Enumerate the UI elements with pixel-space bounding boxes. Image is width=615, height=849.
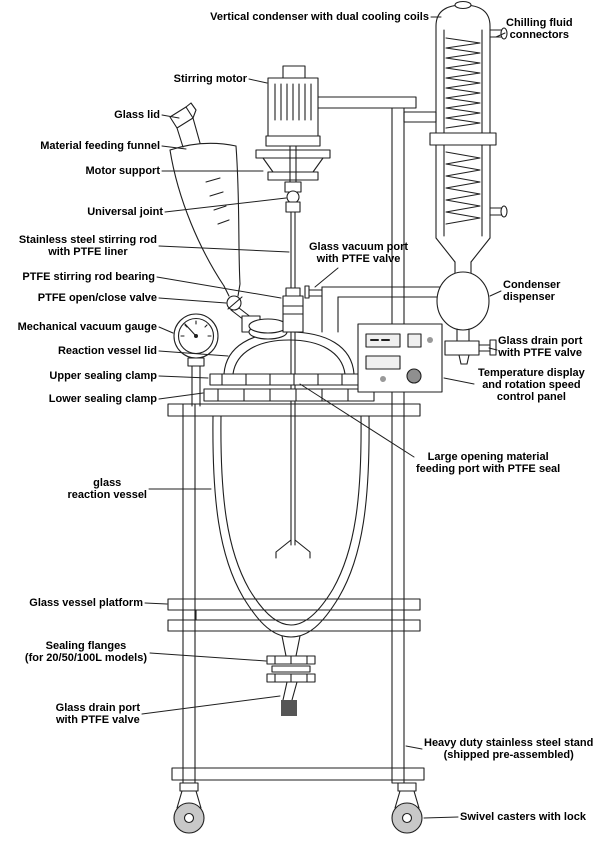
cooling-coil-upper	[445, 37, 481, 129]
motor-support-plate	[255, 149, 331, 159]
lower-sealing-clamp	[203, 388, 375, 402]
label-ptfe-open-close-valve: PTFE open/close valve	[37, 292, 157, 304]
chilling-fluid-connector-lower	[489, 205, 508, 218]
cooling-coil-lower	[445, 151, 481, 225]
leader-lines	[141, 16, 506, 819]
motor-fins	[274, 83, 312, 121]
label-glass-drain-port-right: Glass drain port with PTFE valve	[498, 335, 583, 359]
label-motor-support: Motor support	[85, 165, 160, 177]
vapor-pipe	[304, 285, 453, 333]
label-large-feeding-port: Large opening material feeding port with…	[416, 451, 561, 475]
stirring-paddle	[275, 539, 311, 559]
label-glass-drain-port-bottom: Glass drain port with PTFE valve	[55, 702, 140, 726]
label-universal-joint: Universal joint	[87, 206, 163, 218]
condenser	[429, 0, 508, 365]
gauge-needle	[184, 323, 197, 337]
sealing-clamps	[203, 373, 375, 402]
vacuum-port-valve	[304, 285, 310, 299]
label-condenser-dispenser: Condenser dispenser	[503, 279, 561, 303]
speed-display	[365, 355, 401, 370]
funnel-graduations	[205, 177, 230, 225]
label-stirring-motor: Stirring motor	[173, 73, 247, 85]
swivel-casters	[173, 782, 423, 834]
label-ptfe-rod-bearing: PTFE stirring rod bearing	[22, 271, 155, 283]
right-drain-valve	[444, 339, 497, 365]
glass-reaction-vessel	[212, 415, 370, 638]
reaction-vessel-lid	[223, 315, 355, 375]
label-glass-reaction-vessel: glass reaction vessel	[67, 477, 148, 501]
label-stirring-rod: Stainless steel stirring rod with PTFE l…	[18, 234, 157, 258]
condenser-top-nub	[454, 0, 472, 10]
label-upper-sealing-clamp: Upper sealing clamp	[49, 370, 157, 382]
label-glass-vessel-platform: Glass vessel platform	[29, 597, 143, 609]
label-reaction-vessel-lid: Reaction vessel lid	[57, 345, 157, 357]
control-panel-box	[357, 323, 443, 393]
label-swivel-casters: Swivel casters with lock	[460, 811, 586, 823]
label-chilling-fluid-connectors: Chilling fluid connectors	[506, 17, 573, 41]
bottom-drain-assembly	[266, 635, 316, 716]
rotation-knob	[406, 368, 422, 384]
label-glass-vacuum-port: Glass vacuum port with PTFE valve	[309, 241, 409, 265]
stirring-motor-assembly	[255, 65, 331, 213]
label-glass-lid: Glass lid	[114, 109, 160, 121]
label-sealing-flanges: Sealing flanges (for 20/50/100L models)	[24, 640, 147, 664]
universal-joint-part	[284, 145, 302, 213]
label-material-feeding-funnel: Material feeding funnel	[40, 140, 160, 152]
panel-button	[407, 333, 422, 348]
label-mechanical-vacuum-gauge: Mechanical vacuum gauge	[17, 321, 157, 333]
drain-valve-tip	[281, 700, 297, 716]
ptfe-rod-bearing	[282, 287, 304, 333]
material-feeding-funnel	[169, 102, 253, 321]
label-vertical-condenser: Vertical condenser with dual cooling coi…	[210, 11, 429, 23]
label-control-panel: Temperature display and rotation speed c…	[478, 367, 585, 403]
label-steel-stand: Heavy duty stainless steel stand (shippe…	[424, 737, 594, 761]
condenser-dispenser-bulb	[436, 271, 490, 331]
label-lower-sealing-clamp: Lower sealing clamp	[48, 393, 157, 405]
upper-sealing-clamp	[209, 373, 369, 386]
